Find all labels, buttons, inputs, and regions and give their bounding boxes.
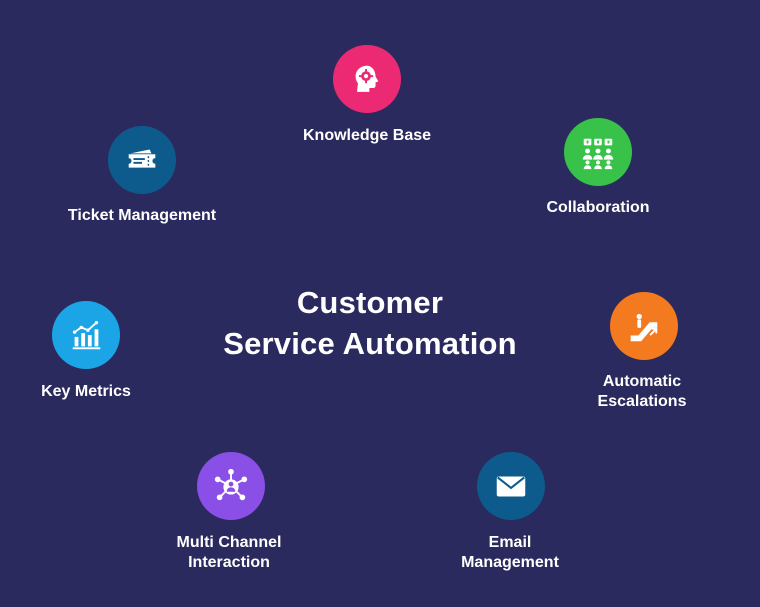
diagram-title: Customer Service Automation <box>180 282 560 364</box>
envelope-icon <box>477 452 545 520</box>
escalations-line-1: Automatic <box>602 373 682 390</box>
bar-chart-icon <box>52 301 120 369</box>
node-label-email-management: Email Management <box>461 533 559 573</box>
escalator-icon <box>610 292 678 360</box>
team-chat-icon <box>564 118 632 186</box>
title-line-1: Customer <box>296 285 444 320</box>
ticket-icon <box>108 126 176 194</box>
multi-channel-line-1: Multi Channel <box>176 534 282 551</box>
email-line-1: Email <box>488 534 532 551</box>
network-person-icon <box>197 452 265 520</box>
escalations-line-2: Escalations <box>597 393 687 410</box>
node-label-key-metrics: Key Metrics <box>41 383 131 400</box>
node-label-automatic-escalations: Automatic Escalations <box>598 372 687 412</box>
node-label-ticket-management: Ticket Management <box>67 207 217 224</box>
head-gear-icon <box>333 45 401 113</box>
node-label-multi-channel: Multi Channel Interaction <box>177 533 282 573</box>
multi-channel-line-2: Interaction <box>188 554 270 571</box>
email-line-2: Management <box>461 554 559 571</box>
title-line-2: Service Automation <box>223 326 517 361</box>
node-label-collaboration: Collaboration <box>546 199 650 216</box>
node-label-knowledge-base: Knowledge Base <box>302 127 432 144</box>
